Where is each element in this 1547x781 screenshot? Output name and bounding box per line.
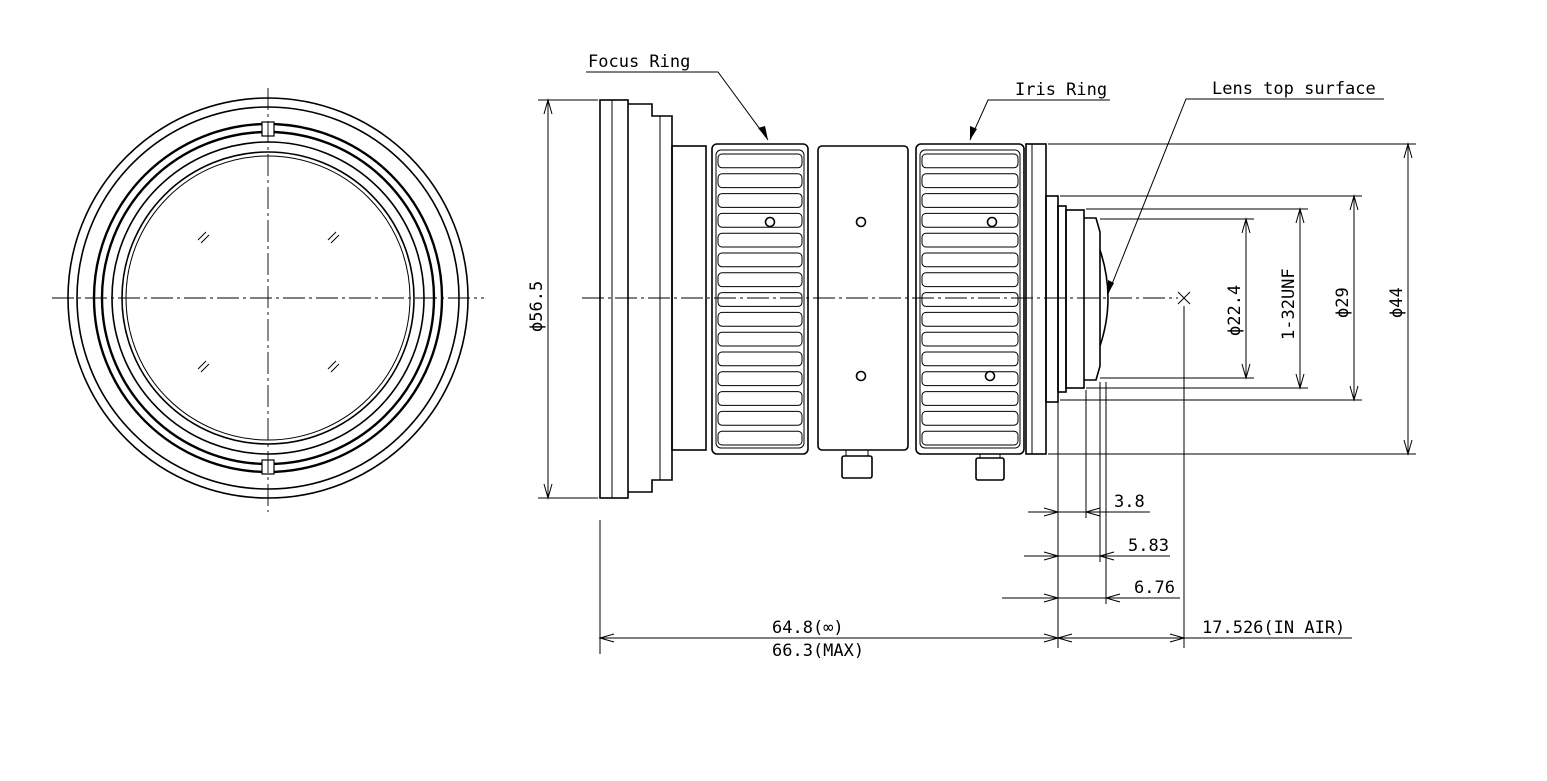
knurl-rib (921, 371, 1019, 387)
knurl-rib (921, 193, 1019, 208)
dim-d44: ϕ44 (1387, 287, 1407, 318)
knurl-rib (921, 232, 1019, 248)
front-view (52, 88, 484, 512)
lens-top-surface-label: Lens top surface (1212, 79, 1376, 99)
knurl-rib (921, 331, 1019, 347)
iris-ring-label: Iris Ring (1015, 80, 1107, 100)
focus-ring-label: Focus Ring (588, 52, 690, 72)
knurl-rib (921, 212, 1019, 228)
dim-flange-back: 17.526(IN AIR) (1202, 618, 1345, 638)
dim-d56-5: ϕ56.5 (527, 281, 547, 332)
knurl-rib (921, 391, 1019, 406)
dim-thread: 1-32UNF (1279, 268, 1299, 340)
knurl-rib (717, 173, 803, 189)
knurl-rib (717, 212, 803, 228)
dim-d22-4: ϕ22.4 (1225, 285, 1245, 336)
dim-d29: ϕ29 (1333, 287, 1353, 318)
knurl-rib (921, 252, 1019, 268)
dim-length-inf: 64.8(∞) (772, 618, 844, 638)
knurl-rib (717, 292, 803, 307)
knurl-rib (717, 410, 803, 426)
knurl-rib (717, 430, 803, 446)
iris-ring (915, 143, 1025, 455)
knurl-rib (717, 153, 803, 169)
knurl-rib (717, 391, 803, 406)
knurl-rib (717, 193, 803, 208)
knurl-rib (921, 430, 1019, 446)
knurl-rib (717, 331, 803, 347)
knurl-rib (717, 232, 803, 248)
knurl-rib (717, 351, 803, 367)
knurl-rib (717, 252, 803, 268)
knurl-rib (921, 410, 1019, 426)
focus-ring (711, 143, 809, 455)
dim-3-8: 3.8 (1114, 492, 1145, 512)
image-plane-mark (1177, 291, 1191, 305)
knurl-rib (921, 272, 1019, 288)
side-view (582, 99, 1191, 499)
dim-5-83: 5.83 (1128, 536, 1169, 556)
knurl-rib (921, 173, 1019, 189)
knurl-rib (921, 153, 1019, 169)
annotations: Focus Ring Iris Ring Lens top surface (586, 52, 1384, 295)
dimensions: ϕ56.5 ϕ44 ϕ29 1-32UNF ϕ22.4 (527, 98, 1416, 661)
knurl-rib (717, 311, 803, 327)
knurl-rib (921, 351, 1019, 367)
knurl-rib (921, 311, 1019, 327)
knurl-rib (717, 371, 803, 387)
knurl-rib (921, 292, 1019, 307)
knurl-rib (717, 272, 803, 288)
dim-length-max: 66.3(MAX) (772, 641, 864, 661)
dim-6-76: 6.76 (1134, 578, 1175, 598)
